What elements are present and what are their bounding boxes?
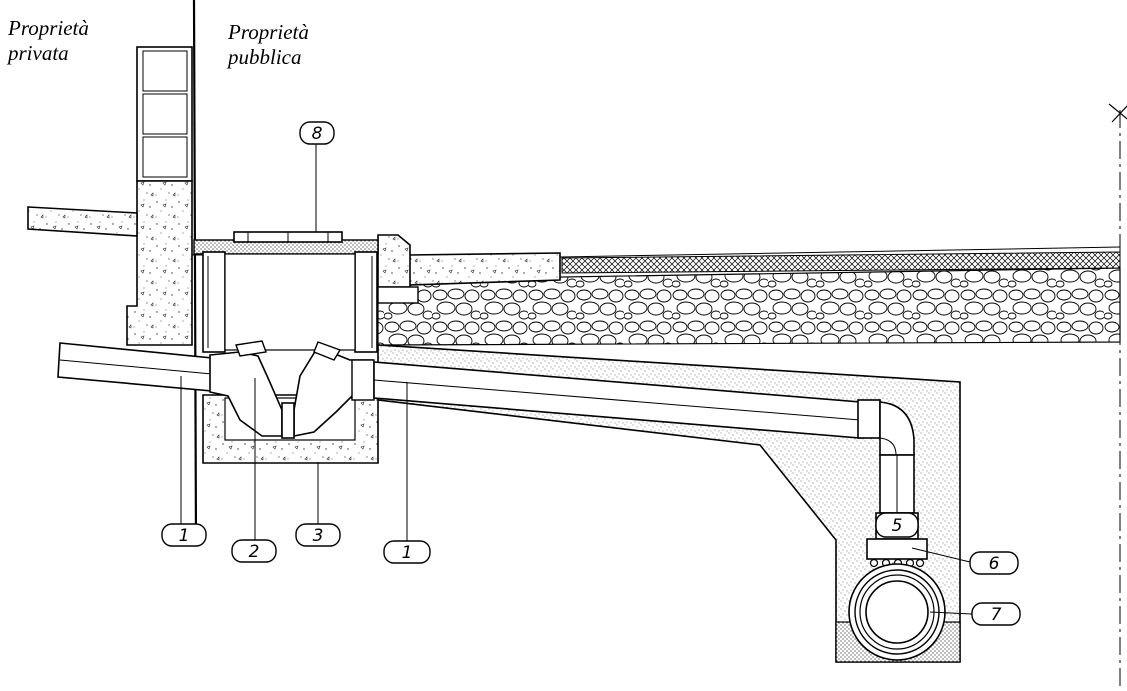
leader-lines (180, 144, 973, 615)
private-property-label: Proprietà privata (8, 16, 89, 66)
curb-slab (407, 252, 561, 286)
siphon-trap (209, 340, 375, 439)
callout-5: 5 (875, 512, 919, 538)
callout-2: 2 (231, 539, 277, 563)
callout-1-private-text: 1 (179, 526, 190, 546)
private-property-label-line2: privata (8, 41, 69, 65)
public-property-label: Proprietà pubblica (228, 20, 309, 70)
callout-5-text: 5 (892, 516, 903, 536)
inlet-pipe-axis (59, 359, 213, 375)
callout-7: 7 (971, 602, 1021, 626)
callout-2-text: 2 (249, 542, 260, 562)
outlet-pipe-axis (373, 379, 861, 421)
grate (233, 231, 343, 243)
callout-1-public: 1 (383, 540, 431, 564)
curb-stone (377, 234, 411, 288)
callout-3: 3 (295, 523, 341, 547)
callout-7-text: 7 (991, 605, 1002, 625)
fence-panels (136, 46, 193, 182)
private-property-label-line1: Proprietà (8, 16, 89, 40)
private-wall (126, 180, 193, 346)
private-slab (27, 206, 138, 237)
callout-6-text: 6 (989, 554, 1000, 574)
public-property-label-line1: Proprietà (228, 20, 309, 44)
callout-3-text: 3 (313, 526, 324, 546)
ground-top-line (559, 246, 1121, 258)
axis-symbol (1108, 103, 1127, 123)
callout-1-private: 1 (161, 523, 207, 547)
saddle-connector (866, 538, 928, 568)
callout-1-public-text: 1 (402, 543, 413, 563)
property-boundary-line (192, 0, 198, 546)
callout-6: 6 (969, 551, 1019, 575)
manhole-chamber (192, 239, 379, 353)
public-property-label-line2: pubblica (228, 45, 302, 69)
curb-base (377, 286, 419, 304)
callout-8: 8 (299, 121, 335, 145)
callout-8-text: 8 (312, 124, 323, 144)
